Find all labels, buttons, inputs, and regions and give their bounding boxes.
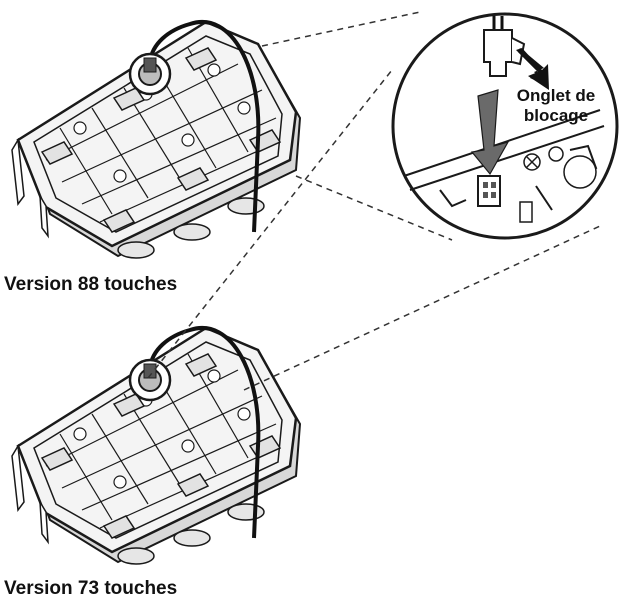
connector-socket (477, 175, 501, 207)
version-88-keys-label: Version 88 touches (4, 274, 178, 295)
connector-detail-magnifier (391, 12, 619, 240)
insertion-arrow-icon (470, 89, 510, 176)
locking-tab-label: Onglet de blocage (516, 86, 596, 125)
keyboard-base-73-keys (10, 325, 302, 566)
version-73-keys-label: Version 73 touches (4, 578, 178, 599)
keyboard-base-88-keys (10, 19, 302, 260)
screw-icon (525, 155, 539, 169)
callout-lines (147, 11, 601, 391)
